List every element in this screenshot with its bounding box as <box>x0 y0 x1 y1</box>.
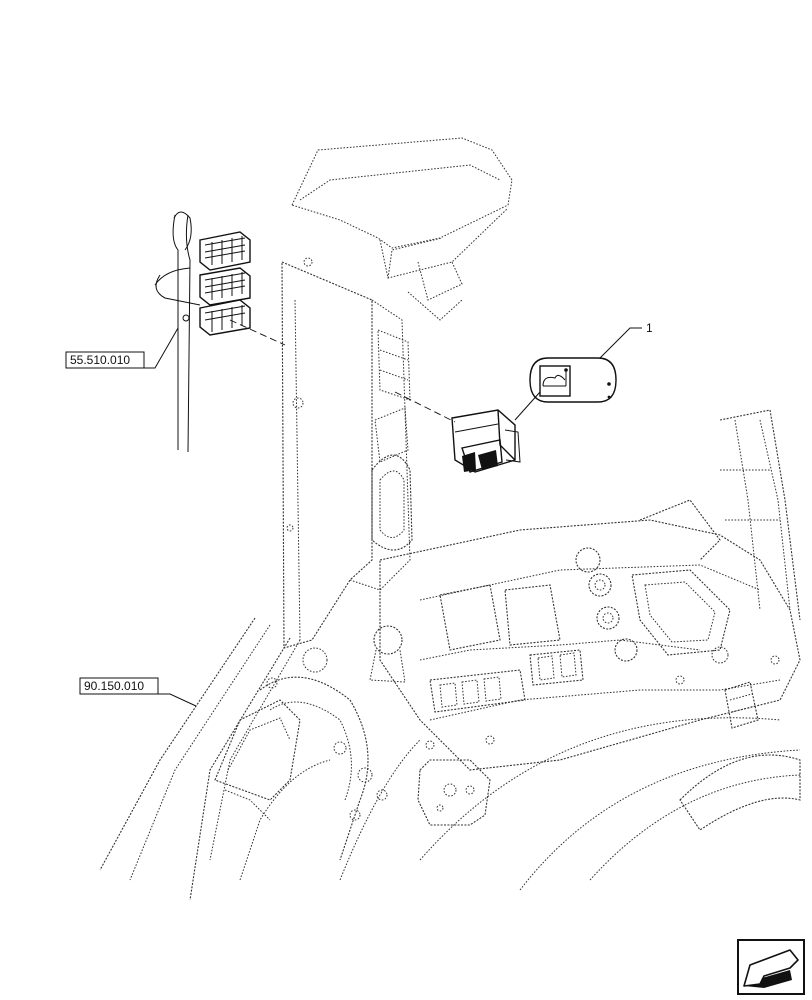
reference-leader-55 <box>144 327 179 369</box>
reference-callout-90[interactable]: 90.150.010 <box>79 677 159 695</box>
reference-leader-90 <box>158 693 197 707</box>
back-arrow-icon[interactable] <box>737 939 805 995</box>
switch-block <box>199 267 251 306</box>
assembly-line-switch-module <box>229 319 286 346</box>
item-number-label: 1 <box>646 321 653 335</box>
switch-block <box>199 231 251 271</box>
assembly-line-rocker-switch <box>394 391 456 423</box>
switch-symbol-lens <box>529 357 617 403</box>
reference-callout-55-text: 55.510.010 <box>70 353 130 367</box>
reference-callout-90-text: 90.150.010 <box>84 679 144 693</box>
item-1-leader <box>599 327 642 359</box>
switch-block <box>199 299 251 336</box>
rocker-switch-item <box>451 391 541 473</box>
switch-module-cluster <box>154 211 251 453</box>
cab-structure <box>99 137 801 901</box>
reference-callout-55[interactable]: 55.510.010 <box>65 351 145 369</box>
